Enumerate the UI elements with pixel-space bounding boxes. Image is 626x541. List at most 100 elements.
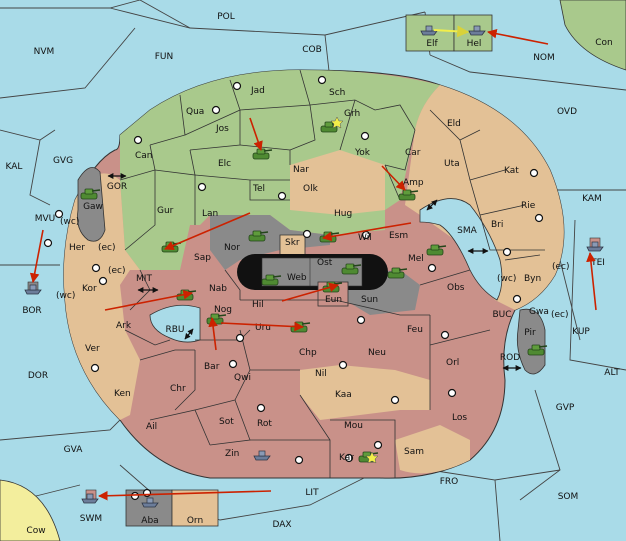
prov-bar: Bar	[204, 362, 220, 372]
coast-labels: (wc) (ec) (ec) (wc) (wc) (ec) (ec)	[56, 217, 570, 320]
coast-her-ec: (ec)	[98, 243, 116, 253]
sea-label-gva: GVA	[64, 445, 84, 455]
prov-yok: Yok	[354, 148, 371, 158]
prov-skr: Skr	[285, 238, 300, 248]
island-labels: Elf Hel Gaw Pir Aba Orn	[83, 39, 536, 526]
prov-chr: Chr	[170, 384, 186, 394]
move-arrow	[487, 28, 549, 45]
sea-label-dor: DOR	[28, 371, 48, 381]
hold-arrow	[433, 25, 470, 38]
sea-label-mvu: MVU	[35, 214, 56, 224]
prov-feu: Feu	[407, 325, 423, 335]
island-label-gaw: Gaw	[83, 202, 103, 212]
prov-gur: Gur	[157, 206, 174, 216]
prov-ail: Ail	[146, 422, 157, 432]
prov-qua: Qua	[186, 107, 204, 117]
prov-uru: Uru	[255, 323, 271, 333]
prov-kor: Kor	[82, 284, 97, 294]
sea-label-con: Con	[595, 38, 613, 48]
sma-adjacency	[426, 199, 438, 211]
prov-mou: Mou	[344, 421, 363, 431]
move-arrow	[208, 317, 218, 351]
region-tan-middle	[250, 330, 430, 420]
prov-her: Her	[69, 243, 85, 253]
prov-nar: Nar	[293, 165, 309, 175]
region-tan-sam	[395, 425, 470, 474]
adjacency-markers	[107, 173, 522, 371]
prov-nab: Nab	[209, 284, 227, 294]
rbu-adjacency	[184, 328, 194, 340]
prov-olk: Olk	[303, 184, 319, 194]
central-obstacle	[237, 254, 388, 290]
move-arrow	[164, 212, 251, 251]
prov-can: Can	[135, 151, 153, 161]
prov-elc: Elc	[218, 159, 231, 169]
sea-labels: POL NVM FUN COB Con NOM OVD KAL GVG KAM …	[6, 12, 621, 536]
prov-kaa: Kaa	[335, 390, 352, 400]
coast-byn-wc: (wc)	[497, 274, 516, 284]
prov-ost: Ost	[317, 258, 333, 268]
coast-byn-ec: (ec)	[552, 262, 570, 272]
prov-eun: Eun	[325, 295, 342, 305]
prov-wil: Wil	[358, 233, 372, 243]
province-labels: Jad Sch Qua Grh Jos Can Yok Car Eld Elc …	[69, 86, 549, 463]
prov-kat: Kat	[504, 166, 519, 176]
move-arrow	[586, 252, 597, 311]
sea-label-fro: FRO	[440, 477, 459, 487]
move-arrow	[29, 229, 44, 283]
sea-label-kam: KAM	[582, 194, 602, 204]
island-pir	[516, 308, 546, 375]
prov-byn: Byn	[524, 274, 541, 284]
prov-rot: Rot	[257, 419, 272, 429]
prov-kar: Kar	[339, 453, 354, 463]
coast-kor-wc: (wc)	[56, 291, 75, 301]
prov-chp: Chp	[299, 348, 317, 358]
sea-label-fun: FUN	[155, 52, 174, 62]
prov-hug: Hug	[334, 209, 352, 219]
prov-bri: Bri	[491, 220, 503, 230]
star-markers	[330, 116, 379, 464]
sea-label-cob: COB	[302, 45, 322, 55]
coast-her-wc: (wc)	[60, 217, 79, 227]
sea-label-nom: NOM	[533, 53, 555, 63]
region-tan-center	[290, 150, 385, 215]
prov-esm: Esm	[389, 231, 408, 241]
supply-centers	[43, 75, 544, 501]
prov-nog: Nog	[214, 305, 232, 315]
prov-obs: Obs	[447, 283, 465, 293]
sea-label-pol: POL	[217, 12, 235, 22]
prov-gwa: Gwa	[529, 307, 549, 317]
sea-label-rod: ROD	[500, 353, 520, 363]
region-green	[120, 70, 440, 270]
move-arrow	[381, 165, 406, 191]
sea-label-lit: LIT	[305, 488, 319, 498]
prov-uta: Uta	[444, 159, 460, 169]
prov-hil: Hil	[252, 300, 264, 310]
prov-nil: Nil	[315, 369, 327, 379]
region-grey-inner	[210, 215, 330, 270]
prov-sap: Sap	[194, 253, 211, 263]
island-orn	[171, 489, 219, 527]
move-arrow	[322, 222, 412, 242]
sea-label-bor: BOR	[22, 306, 41, 316]
sea-label-cow: Cow	[26, 526, 45, 536]
move-arrow	[220, 321, 304, 332]
coast-kor-ec: (ec)	[108, 266, 126, 276]
prov-sch: Sch	[329, 88, 345, 98]
sea-label-ovd: OVD	[557, 107, 577, 117]
island-label-orn: Orn	[187, 516, 203, 526]
sea-label-som: SOM	[558, 492, 579, 502]
prov-ark: Ark	[116, 321, 132, 331]
prov-ken: Ken	[114, 389, 131, 399]
prov-web: Web	[287, 273, 307, 283]
island-label-hel: Hel	[467, 39, 482, 49]
sea-label-kup: KUP	[572, 327, 590, 337]
prov-qwi: Qwi	[234, 373, 251, 383]
sea-label-gvp: GVP	[556, 403, 575, 413]
prov-tel: Tel	[252, 184, 265, 194]
prov-mel: Mel	[408, 254, 424, 264]
prov-jos: Jos	[215, 124, 229, 134]
move-arrow	[98, 490, 272, 501]
